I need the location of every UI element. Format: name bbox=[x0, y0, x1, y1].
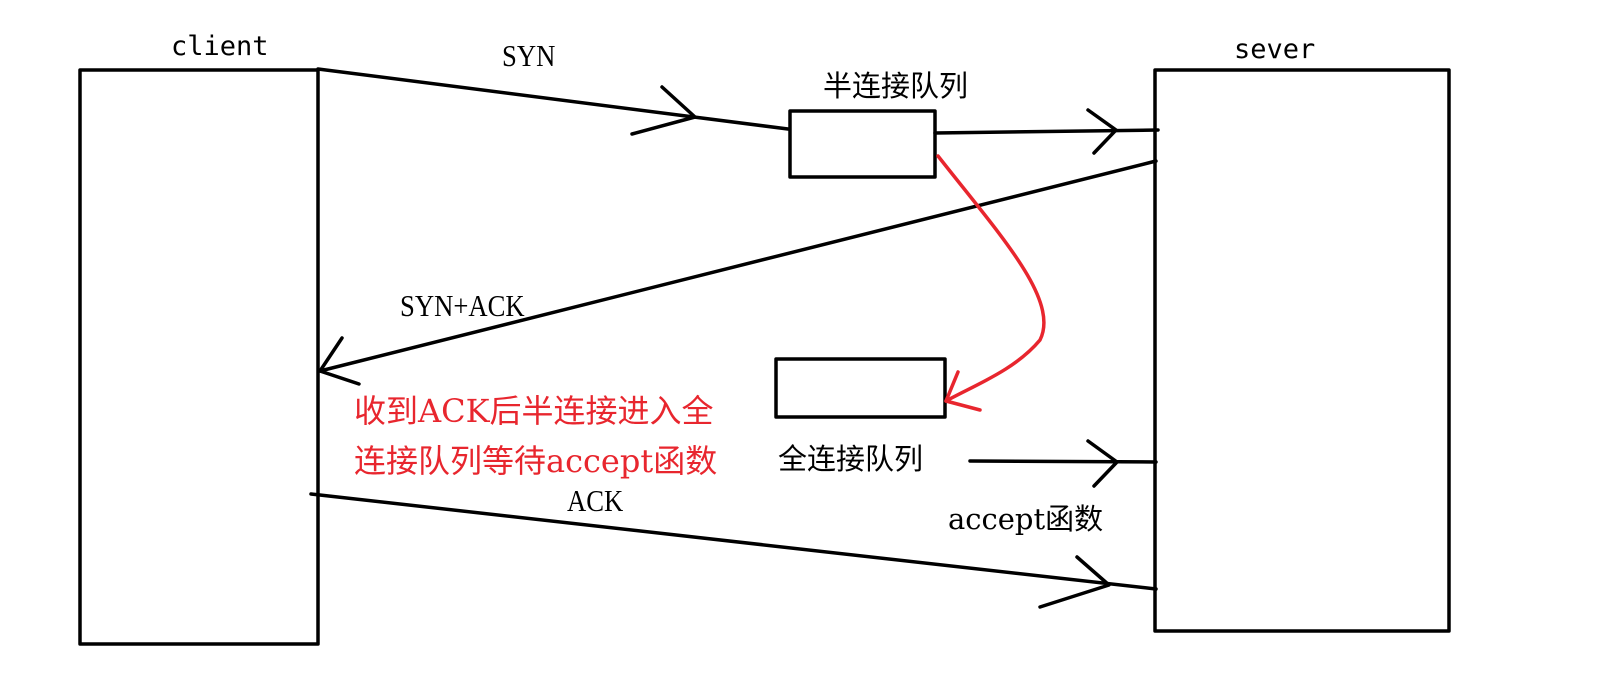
syn-ack-label: SYN+ACK bbox=[400, 288, 525, 323]
server-box bbox=[1153, 68, 1451, 633]
transfer-note: 收到ACK后半连接进入全 连接队列等待accept函数 bbox=[354, 386, 717, 486]
syn-ack-arrow bbox=[318, 159, 1158, 386]
server-label: sever bbox=[1234, 34, 1316, 65]
accept-arrow bbox=[968, 439, 1158, 488]
syn-arrow bbox=[316, 67, 790, 136]
client-box bbox=[78, 68, 320, 646]
client-label: client bbox=[171, 31, 269, 62]
full-queue-label: 全连接队列 bbox=[778, 442, 924, 476]
full-queue-box bbox=[774, 357, 947, 419]
half-queue-box bbox=[788, 109, 937, 179]
half-queue-to-server-arrow bbox=[933, 108, 1160, 155]
ack-label: ACK bbox=[567, 483, 624, 518]
ack-arrow bbox=[309, 492, 1158, 609]
transfer-note-line-1: 收到ACK后半连接进入全 bbox=[354, 392, 714, 430]
half-queue-label: 半连接队列 bbox=[823, 69, 969, 103]
queue-transfer-arrow bbox=[936, 154, 1046, 412]
transfer-note-line-2: 连接队列等待accept函数 bbox=[354, 442, 718, 480]
syn-label: SYN bbox=[502, 38, 556, 73]
accept-function-label: accept函数 bbox=[948, 502, 1104, 536]
